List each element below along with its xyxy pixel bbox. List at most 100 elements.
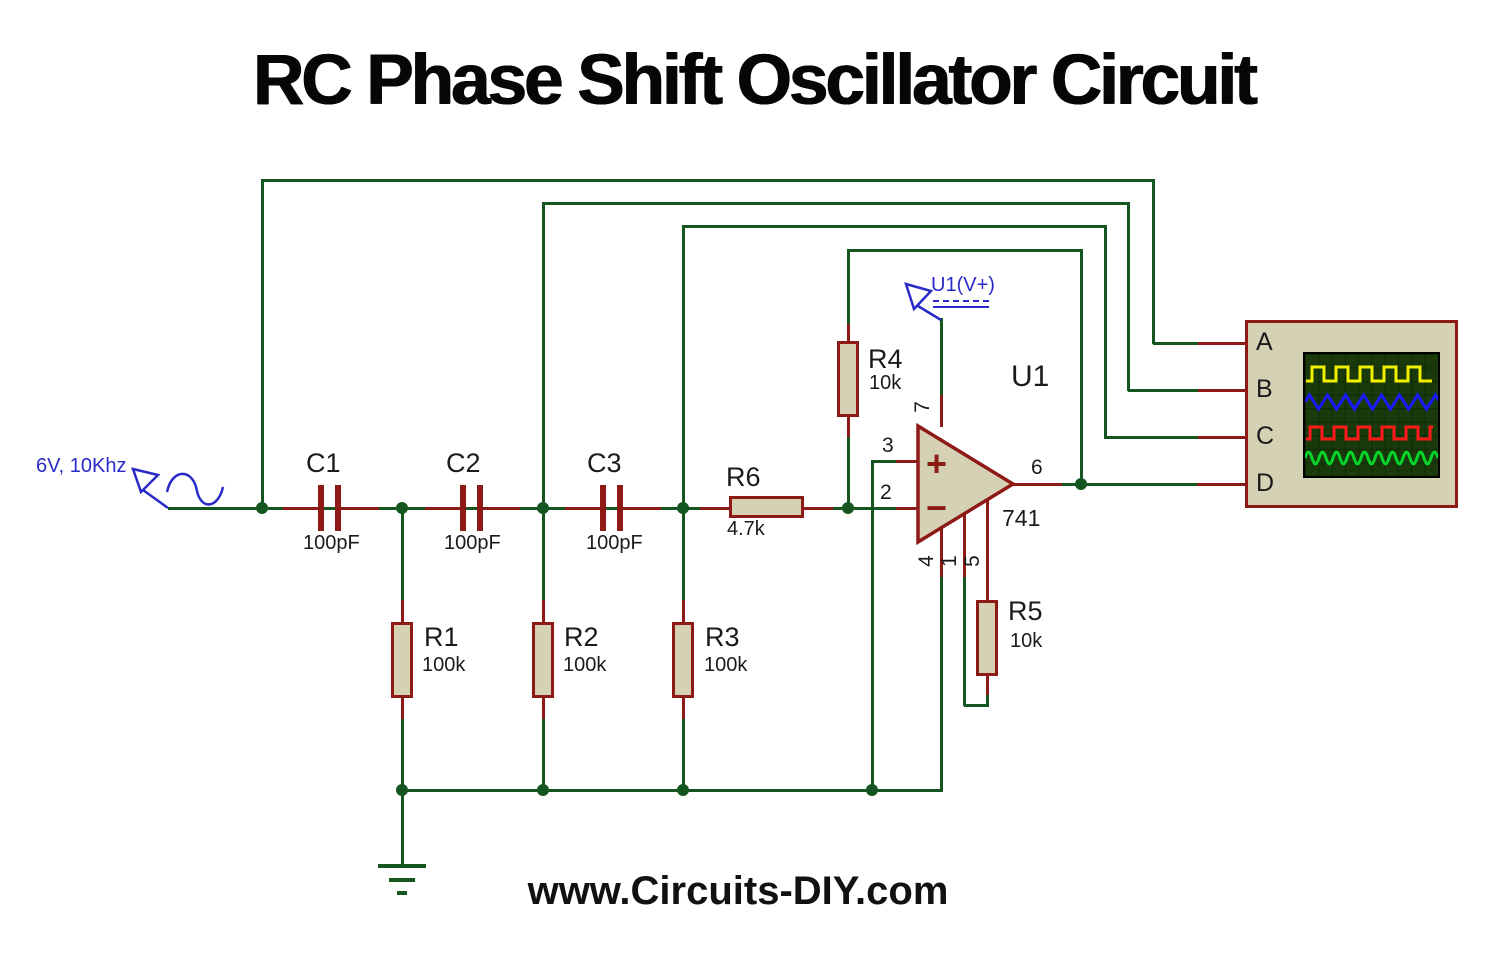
r4-wire-top [847, 249, 850, 326]
junction-dot [396, 502, 408, 514]
junction-dot [537, 502, 549, 514]
wire-c2-drop [542, 202, 545, 510]
ground-bar-1 [378, 864, 426, 868]
scope-channel-a-label: A [1256, 328, 1273, 356]
pin-label-4: 4 [914, 555, 938, 567]
r5-value: 10k [1010, 630, 1043, 652]
resistor-r6 [729, 496, 804, 518]
wire-output [1012, 483, 1199, 486]
signal-source-arrow-icon [131, 467, 161, 495]
pin5-stub [986, 497, 989, 603]
c1-plate-left [318, 485, 324, 531]
pin-label-6: 6 [1031, 456, 1043, 479]
pin4-stub [940, 524, 943, 579]
opamp-triangle [916, 422, 1017, 546]
source-label: 6V, 10Khz [36, 455, 127, 477]
waveform-a [1306, 365, 1432, 383]
pin-label-7: 7 [910, 401, 934, 413]
power-flag-arrow-icon [904, 282, 934, 312]
r1-stub-top [401, 600, 404, 625]
c3-plate-right [617, 485, 623, 531]
opamp-minus-sign: − [926, 487, 947, 528]
r5-ref: R5 [1008, 596, 1043, 626]
ground-bar-2 [389, 878, 415, 882]
junction-dot [866, 784, 878, 796]
page-title: RC Phase Shift Oscillator Circuit [253, 41, 1258, 120]
wire-stub-a [1153, 342, 1200, 345]
junction-dot [1075, 478, 1087, 490]
pin7-stub [940, 395, 943, 427]
ground-stem [401, 789, 404, 866]
pin1-wire [963, 577, 966, 706]
r6-lead-right [802, 507, 833, 510]
r4-stub-top [847, 324, 850, 344]
pin-stub-c [1198, 436, 1246, 439]
r6-value: 4.7k [727, 518, 765, 540]
pin7-wire [940, 318, 943, 397]
junction-dot [677, 784, 689, 796]
r5-stub-bottom [986, 672, 989, 697]
pin4-wire [940, 577, 943, 791]
pin3-stub [896, 460, 918, 463]
opamp-ref: U1 [1011, 360, 1050, 393]
scope-waveforms [1305, 365, 1438, 466]
c1-lead-right [341, 507, 379, 510]
wire-output-feedback [1080, 249, 1083, 485]
r4-wire-bottom [847, 437, 850, 509]
scope-channel-b-label: B [1256, 375, 1273, 403]
waveform-b [1305, 392, 1438, 412]
signal-source-lead [142, 488, 169, 510]
junction-dot [677, 502, 689, 514]
wire-stub-b [1128, 389, 1200, 392]
wire-feedback-b-top [543, 202, 1129, 205]
c3-lead-left [565, 507, 602, 510]
c1-ref: C1 [306, 448, 341, 478]
junction-dot [256, 502, 268, 514]
c2-plate-left [460, 485, 466, 531]
r2-stub-bottom [542, 695, 545, 721]
r1-ref: R1 [424, 622, 459, 652]
waveform-d [1305, 450, 1438, 466]
wire-to-channel-c [1104, 225, 1107, 438]
opamp-part-number: 741 [1002, 505, 1041, 531]
junction-dot [396, 784, 408, 796]
resistor-r3 [672, 622, 694, 698]
pin-stub-a [1198, 342, 1246, 345]
wire-to-channel-a [1152, 179, 1155, 344]
r6-lead-left [700, 507, 730, 510]
pin-label-3: 3 [882, 434, 894, 457]
opamp-inv-stub [896, 507, 919, 510]
r2-wire-bottom [542, 719, 545, 791]
c3-ref: C3 [587, 448, 622, 478]
c2-plate-right [477, 485, 483, 531]
pin-stub-d [1197, 483, 1246, 486]
r3-wire-bottom [682, 719, 685, 791]
c2-lead-right [483, 507, 520, 510]
wire-feedback-a-top [262, 179, 1154, 182]
pin-label-1: 1 [937, 555, 961, 567]
scope-channel-d-label: D [1256, 469, 1275, 497]
power-flag-lead [917, 304, 942, 322]
r5-link-wire [964, 704, 989, 707]
r1-wire-top [401, 507, 404, 602]
wire-ground-rail [402, 789, 943, 792]
r1-wire-bottom [401, 719, 404, 791]
r3-ref: R3 [705, 622, 740, 652]
wire-to-channel-b [1127, 202, 1130, 391]
r4-ref: R4 [868, 344, 903, 374]
website-url: www.Circuits-DIY.com [527, 869, 949, 913]
c2-value: 100pF [444, 532, 501, 554]
wire-feedback-d-top [848, 249, 1082, 252]
r2-value: 100k [563, 654, 607, 676]
pin-stub-b [1198, 389, 1246, 392]
resistor-r5 [976, 600, 998, 676]
oscilloscope-screen [1303, 352, 1440, 478]
junction-dot [842, 502, 854, 514]
r3-stub-bottom [682, 695, 685, 721]
c1-value: 100pF [303, 532, 360, 554]
pin3-wire-h [871, 460, 898, 463]
pin-label-2: 2 [880, 481, 892, 504]
r2-stub-top [542, 600, 545, 625]
waveform-c [1306, 425, 1433, 441]
